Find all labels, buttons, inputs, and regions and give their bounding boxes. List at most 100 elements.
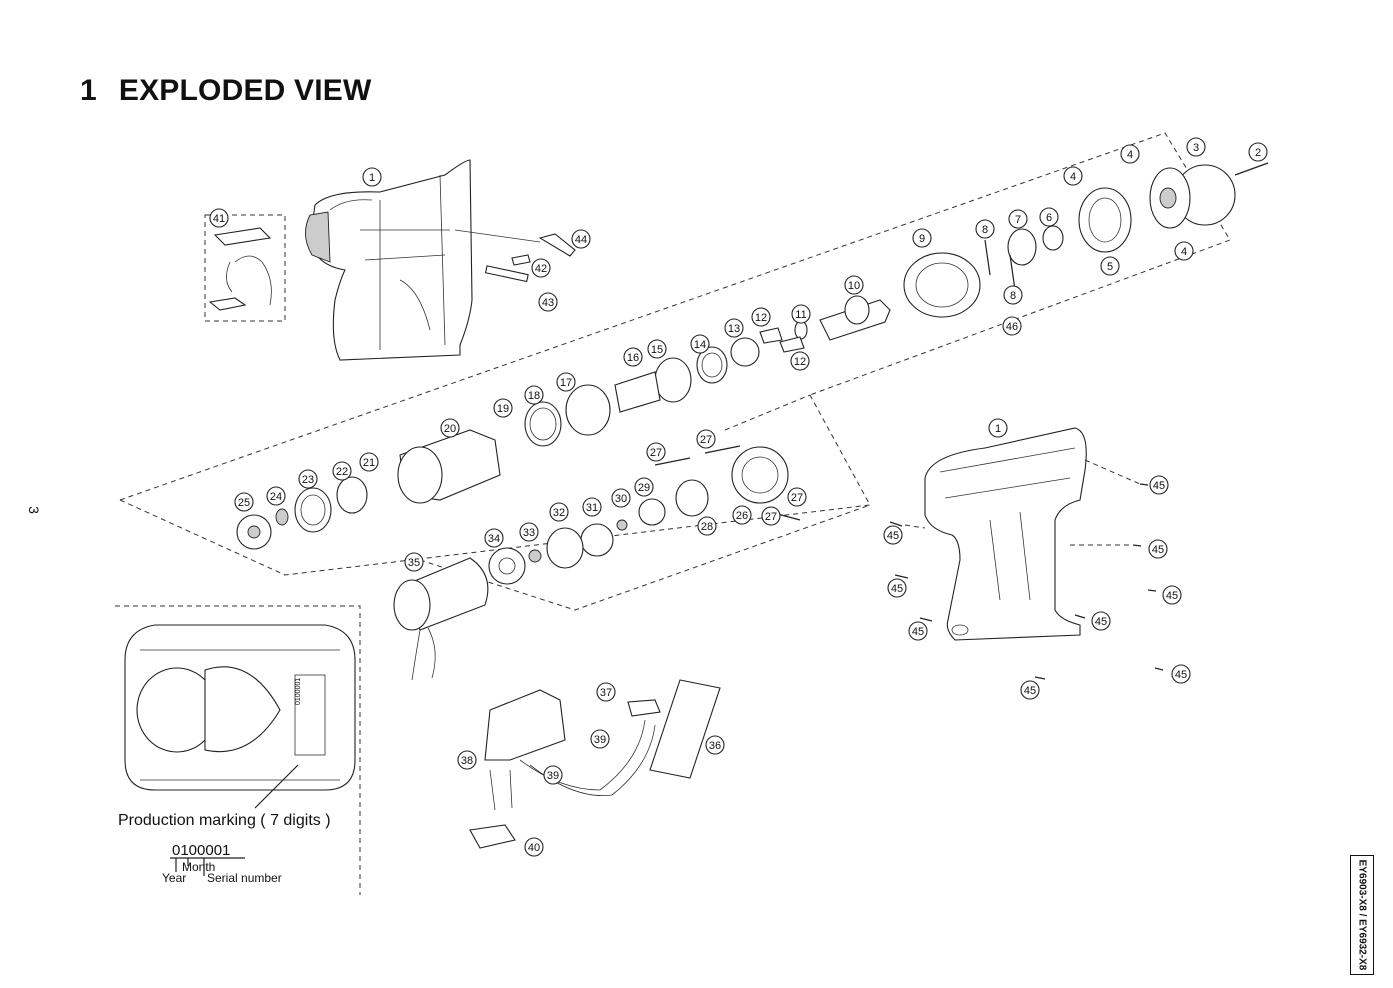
callout-circle (887, 578, 907, 598)
model-label-box: EY6903-X8 / EY6932-X8 (1350, 855, 1374, 975)
callout-11: 11 (791, 304, 811, 324)
callout-circle (1148, 539, 1168, 559)
callout-label: 18 (528, 390, 540, 402)
callout-46: 46 (1002, 316, 1022, 336)
battery-printed-mark: 0100001 (295, 678, 302, 705)
callout-circle (1063, 166, 1083, 186)
callout-30: 30 (611, 488, 631, 508)
callout-label: 45 (1152, 544, 1164, 556)
callout-label: 38 (461, 755, 473, 767)
callout-circle (705, 735, 725, 755)
callout-16: 16 (623, 347, 643, 367)
callout-circle (332, 461, 352, 481)
callout-12: 12 (751, 307, 771, 327)
callout-label: 41 (213, 213, 225, 225)
callout-label: 42 (535, 263, 547, 275)
callout-45-4: 45 (1162, 585, 1182, 605)
callout-10: 10 (844, 275, 864, 295)
callout-circle (975, 219, 995, 239)
motor (393, 557, 489, 681)
callout-circle (1186, 137, 1206, 157)
callout-circle (1008, 209, 1028, 229)
callout-45-7: 45 (908, 621, 928, 641)
callout-4-3: 4 (1174, 241, 1194, 261)
callout-8-2: 8 (1003, 285, 1023, 305)
callout-circle (209, 208, 229, 228)
callout-34: 34 (484, 528, 504, 548)
callout-circle (623, 347, 643, 367)
callout-25: 25 (234, 492, 254, 512)
callout-circle (1149, 475, 1169, 495)
production-code: 0100001 (172, 842, 230, 859)
callout-circle (724, 318, 744, 338)
callout-circle (790, 351, 810, 371)
callout-label: 36 (709, 740, 721, 752)
callout-45-5: 45 (887, 578, 907, 598)
callout-label: 12 (794, 356, 806, 368)
section-title: EXPLODED VIEW (118, 74, 372, 107)
callout-circle (234, 492, 254, 512)
callout-label: 32 (553, 507, 565, 519)
callout-label: 10 (848, 280, 860, 292)
callout-label: 27 (765, 511, 777, 523)
callout-6: 6 (1039, 207, 1059, 227)
callout-label: 1 (369, 172, 375, 184)
callout-32: 32 (549, 502, 569, 522)
callout-label: 5 (1107, 261, 1113, 273)
callout-circle (590, 729, 610, 749)
callout-label: 12 (755, 312, 767, 324)
callout-40: 40 (524, 837, 544, 857)
callout-38: 38 (457, 750, 477, 770)
callout-label: 9 (919, 233, 925, 245)
callout-23: 23 (298, 469, 318, 489)
callout-label: 45 (1153, 480, 1165, 492)
callout-label: 43 (542, 297, 554, 309)
callout-37: 37 (596, 682, 616, 702)
callout-13: 13 (724, 318, 744, 338)
callout-circle (883, 525, 903, 545)
callout-label: 16 (627, 352, 639, 364)
callout-circle (791, 304, 811, 324)
callout-circle (751, 307, 771, 327)
callout-circle (1120, 144, 1140, 164)
callout-circle (1020, 680, 1040, 700)
callout-circle (647, 339, 667, 359)
callout-label: 45 (1175, 669, 1187, 681)
callout-39-2: 39 (543, 765, 563, 785)
callout-27-4: 27 (761, 506, 781, 526)
callout-28: 28 (697, 516, 717, 536)
callout-label: 33 (523, 527, 535, 539)
callout-circle (912, 228, 932, 248)
callout-circle (556, 372, 576, 392)
callout-circle (761, 506, 781, 526)
callout-label: 6 (1046, 212, 1052, 224)
callout-label: 29 (638, 482, 650, 494)
callout-circle (696, 429, 716, 449)
callout-45-6: 45 (1091, 611, 1111, 631)
callout-label: 11 (795, 309, 806, 321)
callout-27-2: 27 (696, 429, 716, 449)
callout-label: 45 (1095, 616, 1107, 628)
callout-circle (908, 621, 928, 641)
callout-label: 27 (650, 447, 662, 459)
callout-circle (457, 750, 477, 770)
callout-label: 45 (891, 583, 903, 595)
callout-45-9: 45 (1020, 680, 1040, 700)
battery-detail: 0100001 Production marking ( 7 digits ) … (118, 624, 356, 885)
callout-22: 22 (332, 461, 352, 481)
callout-label: 14 (694, 339, 706, 351)
callout-circle (359, 452, 379, 472)
callout-18: 18 (524, 385, 544, 405)
production-marking-caption: Production marking ( 7 digits ) (118, 812, 331, 829)
callout-circle (298, 469, 318, 489)
callout-label: 7 (1015, 214, 1021, 226)
callout-5: 5 (1100, 256, 1120, 276)
callout-label: 25 (238, 497, 250, 509)
callout-circle (524, 837, 544, 857)
callout-9: 9 (912, 228, 932, 248)
callout-circle (690, 334, 710, 354)
callout-45-3: 45 (883, 525, 903, 545)
callout-label: 31 (586, 502, 598, 514)
callout-circle (988, 418, 1008, 438)
